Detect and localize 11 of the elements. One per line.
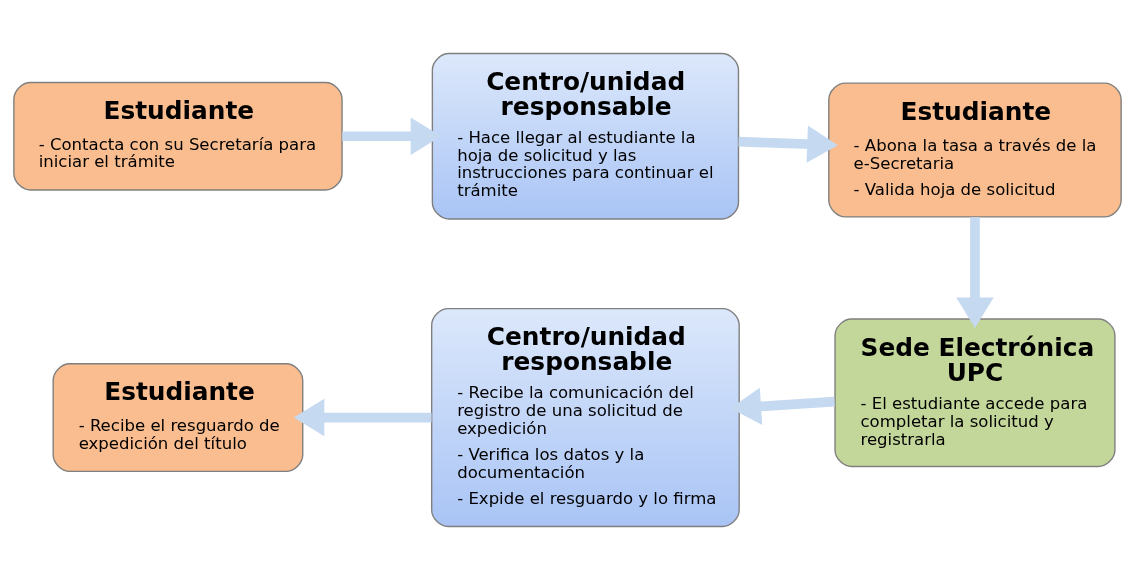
node-box: Sede Electrónica UPC - El estudiante accede para completar la solicitud y registrarla: [834, 317, 1116, 467]
arrow: [956, 216, 994, 328]
arrow: [342, 117, 442, 155]
arrow: [730, 387, 835, 425]
arrow: [293, 398, 432, 436]
node-box: Estudiante - Abona la tasa a través de la e-Secretaria - Valida hoja de solicitud: [828, 81, 1122, 218]
node-box: Estudiante - Recibe el resguardo de expedición del título: [52, 362, 304, 472]
node-box: Estudiante - Contacta con su Secretaría para iniciar el trámite: [13, 81, 343, 191]
node-box: Centro/unidad responsable - Hace llegar al estudiante la hoja de solicitud y las instrucciones para continuar el trámite: [431, 52, 740, 220]
arrow: [738, 124, 838, 163]
node-box: Centro/unidad responsable - Recibe la comunicación del registro de una solicitud de expedición - Verifica los datos y la documentación - Expide el resguardo y lo firma: [431, 307, 740, 527]
